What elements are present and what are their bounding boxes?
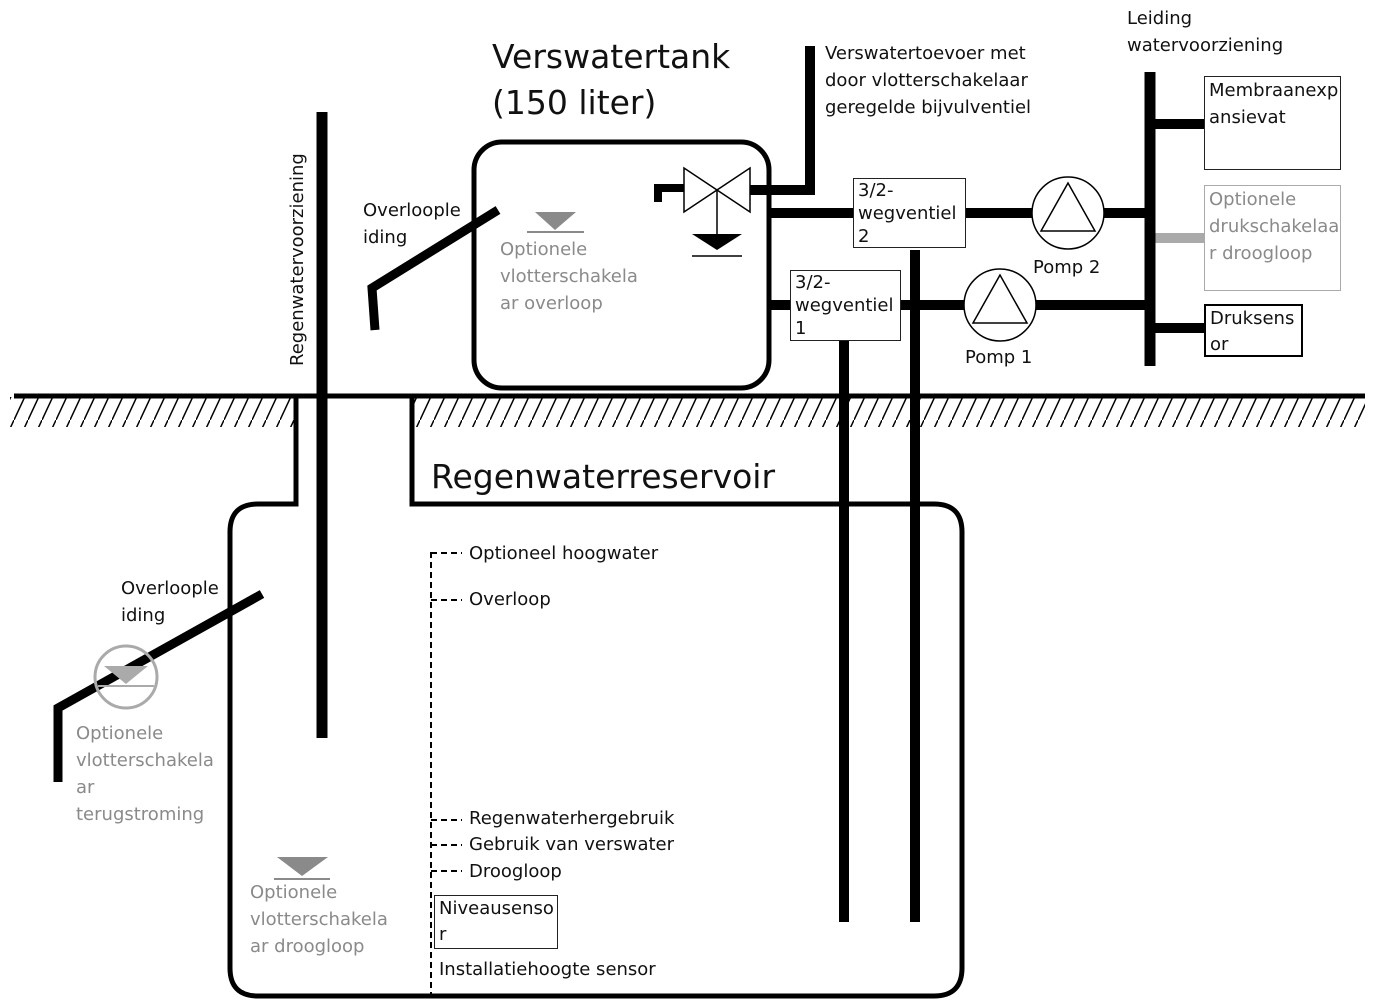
rainwater-reservoir — [227, 397, 965, 999]
dryrun-float-label: Optionele vlotterschakela ar droogloop — [250, 882, 388, 957]
valve-1-box: 3/2- wegventiel 1 — [790, 270, 901, 341]
level-scale — [430, 552, 462, 996]
install-height-label: Installatiehoogte sensor — [439, 959, 656, 980]
level-high-water: Optioneel hoogwater — [469, 543, 659, 564]
level-dry-run: Droogloop — [469, 861, 562, 882]
level-overflow: Overloop — [469, 589, 551, 610]
pump-1-symbol — [963, 268, 1037, 342]
reservoir-overflow-label: Overloople iding — [121, 578, 219, 626]
tank-float-overflow-symbol — [527, 212, 584, 233]
supply-line-label: Leiding watervoorziening — [1127, 8, 1284, 56]
tank-title-line2: (150 liter) — [492, 83, 657, 122]
tank-overflow-label: Overloople iding — [363, 200, 461, 248]
tank-float-overflow-label: Optionele vlotterschakela ar overloop — [500, 239, 638, 314]
tank-overflow-pipe — [367, 206, 501, 331]
fill-valve — [654, 166, 751, 257]
dryrun-float-symbol — [274, 857, 330, 880]
pump-2-symbol — [1031, 176, 1105, 250]
backflow-float-symbol — [93, 644, 159, 710]
tank-title-line1: Verswatertank — [492, 37, 731, 76]
backflow-float-label: Optionele vlotterschakela ar terugstromi… — [76, 723, 214, 825]
level-rainwater-reuse: Regenwaterhergebruik — [469, 808, 675, 829]
fresh-water-tank — [471, 139, 772, 391]
pump-2-label: Pomp 2 — [1033, 257, 1101, 278]
level-fresh-water-use: Gebruik van verswater — [469, 834, 675, 855]
membrane-vessel-box: Membraanexp ansievat — [1204, 76, 1341, 170]
pump-piping — [769, 119, 1204, 922]
valve-2-box: 3/2- wegventiel 2 — [853, 178, 966, 248]
level-sensor-box: Niveausenso r — [434, 895, 558, 949]
supply-label: Verswatertoevoer met door vlotterschakel… — [825, 43, 1032, 118]
reservoir-title: Regenwaterreservoir — [431, 457, 776, 496]
reservoir-overflow-pipe — [53, 590, 265, 782]
fresh-water-supply-pipe — [750, 46, 815, 195]
dry-pressure-switch-box: Optionele drukschakelaa r droogloop — [1204, 185, 1341, 291]
rainwater-supply-label: Regenwatervoorziening — [287, 153, 308, 366]
pressure-sensor-box: Druksens or — [1204, 304, 1303, 357]
ground — [10, 393, 1365, 428]
pump-1-label: Pomp 1 — [965, 347, 1033, 368]
